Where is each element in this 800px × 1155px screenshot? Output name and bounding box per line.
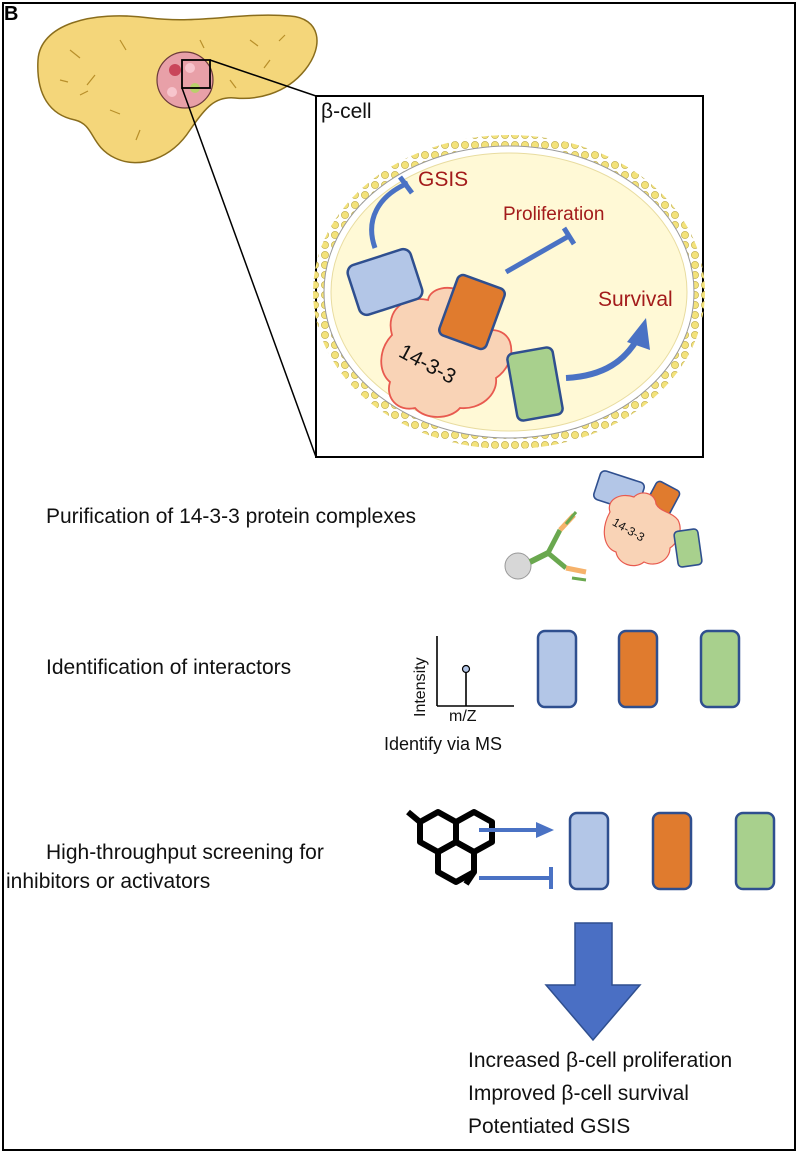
step-purification: Purification of 14-3-3 protein complexes	[46, 505, 417, 528]
screen-orange-box	[651, 811, 693, 891]
small-protein-complex	[592, 470, 703, 568]
outcome-proliferation: Increased β-cell proliferation	[468, 1049, 733, 1072]
pancreas-organ	[37, 14, 318, 164]
gsis-label: GSIS	[418, 168, 469, 191]
zoom-line-top	[209, 59, 317, 97]
ms-y-label: Intensity	[412, 657, 429, 717]
gsis-inhibit-arrow	[369, 180, 410, 249]
beta-cell-title: β-cell	[321, 100, 372, 123]
outcome-survival: Improved β-cell survival	[468, 1082, 689, 1105]
zoom-line-bottom	[181, 87, 317, 458]
identified-orange-box	[617, 629, 659, 709]
step-screening-line2: inhibitors or activators	[6, 870, 211, 893]
outcome-down-arrow	[544, 922, 642, 1042]
small-molecule-icon	[406, 809, 495, 886]
step-identification: Identification of interactors	[46, 656, 292, 679]
blue-client-box	[346, 247, 424, 317]
green-client-box	[506, 346, 564, 422]
antibody-bead-icon	[504, 511, 587, 582]
screen-blue-box	[568, 811, 610, 891]
identified-green-box	[699, 629, 741, 709]
proliferation-label: Proliferation	[503, 204, 605, 225]
orange-client-box	[438, 273, 506, 351]
survival-label: Survival	[598, 288, 673, 311]
proliferation-inhibit-arrow	[504, 233, 571, 275]
identified-blue-box	[536, 629, 578, 709]
survival-activate-arrow	[565, 336, 641, 381]
outcome-gsis: Potentiated GSIS	[468, 1115, 631, 1138]
ms-plot	[436, 636, 514, 707]
panel-label: B	[4, 3, 19, 25]
ms-caption: Identify via MS	[384, 734, 503, 754]
step-screening-line1: High-throughput screening for	[46, 841, 324, 864]
screen-green-box	[734, 811, 776, 891]
ms-x-label: m/Z	[449, 708, 477, 725]
protein-14-3-3	[380, 286, 513, 418]
